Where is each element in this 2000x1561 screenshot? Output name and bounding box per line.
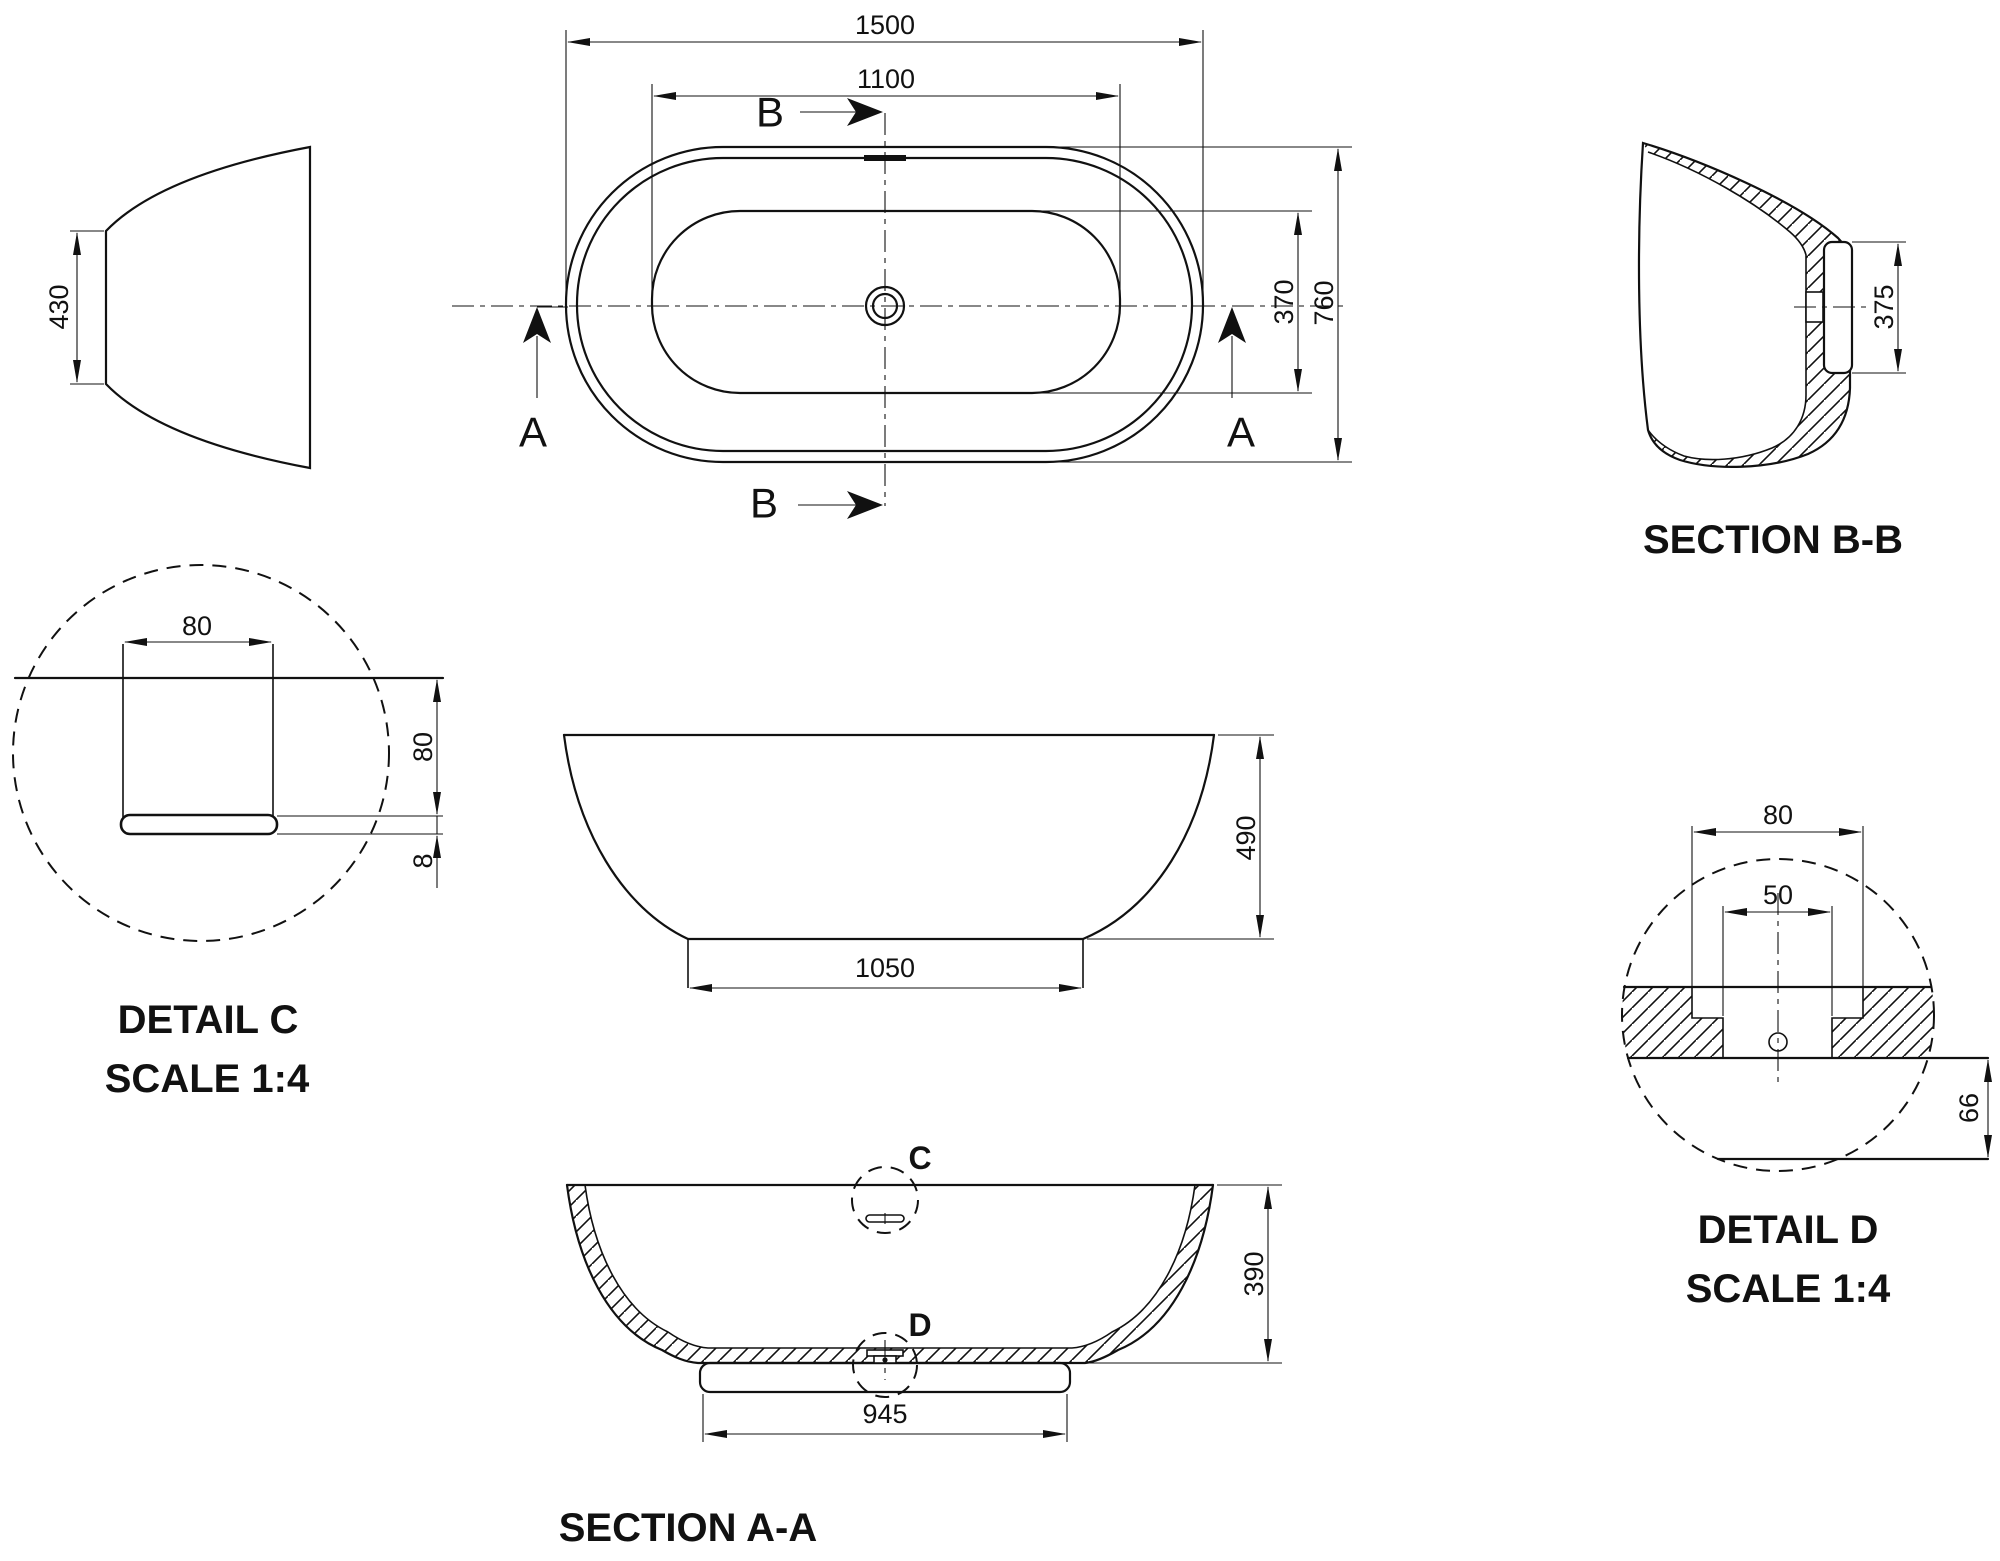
dim-390: 390 [1239, 1251, 1269, 1296]
detail-d-marker: D [852, 1307, 932, 1398]
section-arrow-b-bottom: B [750, 480, 883, 527]
svg-text:C: C [908, 1140, 931, 1176]
dim-50-inner: 50 [1763, 880, 1793, 910]
detail-c-view: 80 80 8 DETAIL C SCALE 1:4 [12, 564, 445, 1101]
dim-945: 945 [862, 1399, 907, 1429]
end-view: 430 [44, 145, 312, 470]
detail-d-scale: SCALE 1:4 [1686, 1267, 1891, 1311]
section-arrow-b-top: B [756, 89, 883, 136]
svg-text:A: A [1227, 409, 1255, 456]
svg-text:A: A [519, 409, 547, 456]
overflow-slot [119, 813, 279, 836]
dim-1050: 1050 [855, 953, 915, 983]
elevation-view: 1050 490 [562, 733, 1274, 992]
svg-text:B: B [750, 480, 778, 527]
dim-80-height: 80 [408, 732, 438, 762]
section-arrow-a-right: A [1218, 307, 1255, 456]
section-bb-view: 375 SECTION B-B [1637, 141, 1906, 562]
detail-c-scale: SCALE 1:4 [105, 1057, 310, 1101]
plan-view: 1500 1100 370 760 B B A [452, 10, 1352, 527]
section-aa-title: SECTION A-A [559, 1506, 818, 1550]
dim-80-width: 80 [182, 611, 212, 641]
svg-text:D: D [908, 1307, 931, 1343]
detail-d-title: DETAIL D [1698, 1208, 1879, 1252]
detail-d-view: 80 50 66 DETAIL D SCALE 1:4 [1621, 800, 1992, 1311]
dim-8: 8 [408, 853, 438, 868]
dim-370: 370 [1269, 279, 1299, 324]
dim-760: 760 [1309, 280, 1339, 325]
dim-1500: 1500 [855, 10, 915, 40]
dim-66: 66 [1954, 1093, 1984, 1123]
base-plinth [698, 1361, 1072, 1394]
detail-c-marker: C [851, 1140, 932, 1234]
dim-430: 430 [44, 284, 74, 329]
dim-1100: 1100 [857, 64, 915, 94]
section-aa-view: C D 945 390 SECTION A-A [559, 1140, 1282, 1550]
dim-375: 375 [1869, 284, 1899, 329]
section-arrow-a-left: A [519, 306, 568, 456]
section-bb-title: SECTION B-B [1643, 518, 1903, 562]
svg-text:B: B [756, 89, 784, 136]
dim-490: 490 [1231, 815, 1261, 860]
drain-plan [864, 285, 906, 327]
dim-80-outer: 80 [1763, 800, 1793, 830]
detail-c-title: DETAIL C [118, 998, 299, 1042]
